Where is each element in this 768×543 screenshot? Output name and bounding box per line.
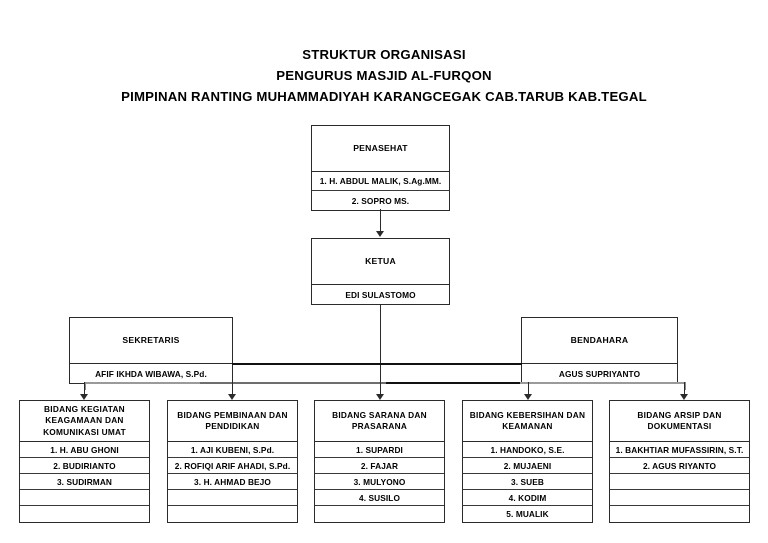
bidang-5-member-5 <box>610 506 749 522</box>
arrow-bidang-5-icon <box>680 394 688 400</box>
bidang-5-header: BIDANG ARSIP DAN DOKUMENTASI <box>610 401 749 442</box>
bidang-3-member-5 <box>315 506 444 522</box>
arrow-penasehat-ketua-icon <box>376 231 384 237</box>
bidang-5-member-2: 2. AGUS RIYANTO <box>610 458 749 474</box>
bidang-5-member-3 <box>610 474 749 490</box>
penasehat-header: PENASEHAT <box>312 126 449 172</box>
bidang-2-header-line-2: PENDIDIKAN <box>205 421 260 431</box>
bidang-2-member-1: 1. AJI KUBENI, S.Pd. <box>168 442 297 458</box>
bidang-1-header-line-2: KEAGAMAAN DAN <box>45 415 124 426</box>
ketua-member-1: EDI SULASTOMO <box>345 289 416 300</box>
bidang-5-header-line-2: DOKUMENTASI <box>647 421 712 431</box>
connector-bidang-1 <box>83 382 86 396</box>
bidang-2-member-2: 2. ROFIQI ARIF AHADI, S.Pd. <box>168 458 297 474</box>
bidang-3-member-4: 4. SUSILO <box>315 490 444 506</box>
connector-penasehat-ketua <box>379 209 382 233</box>
bendahara-header: BENDAHARA <box>522 318 677 364</box>
dept-bus-segment-midright <box>386 382 520 385</box>
penasehat-member-2: 2. SOPRO MS. <box>351 195 410 206</box>
bidang-2-member-4 <box>168 490 297 506</box>
penasehat-member-1: 1. H. ABDUL MALIK, S.Ag.MM. <box>312 172 449 191</box>
node-bidang-1[interactable]: BIDANG KEGIATAN KEAGAMAAN DAN KOMUNIKASI… <box>19 400 150 523</box>
bidang-3-member-3: 3. MULYONO <box>315 474 444 490</box>
node-bendahara[interactable]: BENDAHARA AGUS SUPRIYANTO <box>521 317 678 384</box>
connector-bidang-5 <box>683 382 686 396</box>
bidang-1-header-line-3: KOMUNIKASI UMAT <box>43 426 126 437</box>
bidang-4-header-line-1: BIDANG KEBERSIHAN DAN <box>469 409 586 420</box>
ketua-header: KETUA <box>312 239 449 285</box>
connector-bidang-4 <box>527 382 530 396</box>
bidang-4-member-3: 3. SUEB <box>463 474 592 490</box>
node-ketua[interactable]: KETUA EDI SULASTOMO <box>311 238 450 305</box>
node-sekretaris[interactable]: SEKRETARIS AFIF IKHDA WIBAWA, S.Pd. <box>69 317 233 384</box>
bendahara-member-1: AGUS SUPRIYANTO <box>558 368 641 379</box>
connector-ketua-trunk <box>379 304 382 382</box>
bidang-5-member-1: 1. BAKHTIAR MUFASSIRIN, S.T. <box>610 442 749 458</box>
node-bidang-5[interactable]: BIDANG ARSIP DAN DOKUMENTASI 1. BAKHTIAR… <box>609 400 750 523</box>
bidang-4-member-4: 4. KODIM <box>463 490 592 506</box>
bidang-3-header: BIDANG SARANA DAN PRASARANA <box>315 401 444 442</box>
bidang-3-header-line-1: BIDANG SARANA DAN <box>332 409 427 420</box>
title-line-2: PENGURUS MASJID AL-FURQON <box>276 68 492 83</box>
bidang-1-member-3: 3. SUDIRMAN <box>20 474 149 490</box>
bidang-2-member-3: 3. H. AHMAD BEJO <box>168 474 297 490</box>
bidang-3-member-2: 2. FAJAR <box>315 458 444 474</box>
bidang-1-member-1: 1. H. ABU GHONI <box>20 442 149 458</box>
bidang-1-header-line-1: BIDANG KEGIATAN <box>44 403 125 414</box>
connector-sekretaris-bendahara <box>232 363 522 366</box>
dept-bus-segment-right <box>520 382 685 384</box>
node-bidang-4[interactable]: BIDANG KEBERSIHAN DAN KEAMANAN 1. HANDOK… <box>462 400 593 523</box>
bidang-5-header-line-1: BIDANG ARSIP DAN <box>637 409 722 420</box>
connector-bidang-3 <box>379 382 382 396</box>
sekretaris-header: SEKRETARIS <box>70 318 232 364</box>
dept-bus-segment-midleft <box>200 382 386 384</box>
bidang-4-member-1: 1. HANDOKO, S.E. <box>463 442 592 458</box>
arrow-bidang-2-icon <box>228 394 236 400</box>
title-line-1: STRUKTUR ORGANISASI <box>302 47 466 62</box>
bidang-3-member-1: 1. SUPARDI <box>315 442 444 458</box>
bidang-4-header-line-2: KEAMANAN <box>502 421 553 431</box>
bidang-1-member-4 <box>20 490 149 506</box>
bidang-1-member-2: 2. BUDIRIANTO <box>20 458 149 474</box>
sekretaris-member-1: AFIF IKHDA WIBAWA, S.Pd. <box>95 368 207 379</box>
node-bidang-3[interactable]: BIDANG SARANA DAN PRASARANA 1. SUPARDI 2… <box>314 400 445 523</box>
connector-bidang-2 <box>231 382 234 396</box>
bidang-4-member-2: 2. MUJAENI <box>463 458 592 474</box>
bidang-3-header-line-2: PRASARANA <box>351 421 408 431</box>
bidang-2-header-line-1: BIDANG PEMBINAAN DAN <box>177 409 288 420</box>
arrow-bidang-3-icon <box>376 394 384 400</box>
bidang-4-header: BIDANG KEBERSIHAN DAN KEAMANAN <box>463 401 592 442</box>
arrow-bidang-4-icon <box>524 394 532 400</box>
title-line-3: PIMPINAN RANTING MUHAMMADIYAH KARANGCEGA… <box>121 89 647 104</box>
arrow-bidang-1-icon <box>80 394 88 400</box>
page-title: STRUKTUR ORGANISASI PENGURUS MASJID AL-F… <box>0 44 768 107</box>
node-bidang-2[interactable]: BIDANG PEMBINAAN DAN PENDIDIKAN 1. AJI K… <box>167 400 298 523</box>
bidang-1-header: BIDANG KEGIATAN KEAGAMAAN DAN KOMUNIKASI… <box>20 401 149 442</box>
bidang-5-member-4 <box>610 490 749 506</box>
bidang-4-member-5: 5. MUALIK <box>506 509 549 519</box>
dept-bus-segment-left <box>84 382 200 384</box>
bidang-2-member-5 <box>168 506 297 522</box>
node-penasehat[interactable]: PENASEHAT 1. H. ABDUL MALIK, S.Ag.MM. 2.… <box>311 125 450 211</box>
bidang-2-header: BIDANG PEMBINAAN DAN PENDIDIKAN <box>168 401 297 442</box>
bidang-1-member-5 <box>20 506 149 522</box>
